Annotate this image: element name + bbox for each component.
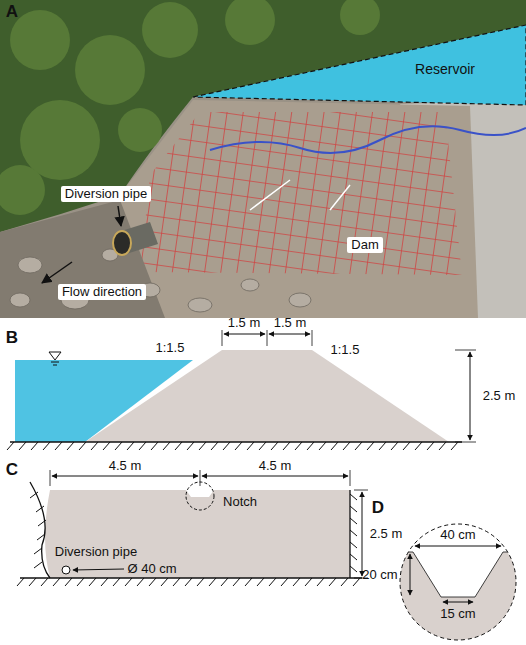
panel-letter: B xyxy=(6,328,18,348)
photo-label: Dam xyxy=(347,237,382,254)
diversion-pipe xyxy=(113,222,158,255)
dimension: 2.5 m xyxy=(483,389,516,404)
reservoir-outline xyxy=(193,25,526,105)
dimension: 4.5 m xyxy=(257,459,294,474)
area-label: Reservoir xyxy=(415,61,475,77)
slope-ratio: 1:1.5 xyxy=(156,341,185,356)
photo-label: Diversion pipe xyxy=(61,186,151,203)
notch-detail xyxy=(398,524,518,645)
dam-profile xyxy=(7,330,476,450)
panel-letter: A xyxy=(6,2,18,22)
dimension: Ø 40 cm xyxy=(127,562,176,577)
panel-letter: D xyxy=(372,498,384,518)
site-photo xyxy=(0,0,526,318)
panel-letter: C xyxy=(6,460,18,480)
part-name: Diversion pipe xyxy=(55,545,137,560)
dimension: 2.5 m xyxy=(370,527,403,542)
slope-ratio: 1:1.5 xyxy=(331,343,360,358)
dimension: 20 cm xyxy=(362,568,397,583)
part-name: Notch xyxy=(223,495,257,510)
dimension: 15 cm xyxy=(440,607,475,622)
dimension: 4.5 m xyxy=(107,459,144,474)
dimension: 1.5 m xyxy=(228,316,261,331)
dam-front-view xyxy=(17,470,368,586)
dimension: 1.5 m xyxy=(274,316,307,331)
dimension: 40 cm xyxy=(440,528,475,543)
photo-label: Flow direction xyxy=(58,284,146,301)
reservoir-area: Reservoir xyxy=(193,25,526,105)
